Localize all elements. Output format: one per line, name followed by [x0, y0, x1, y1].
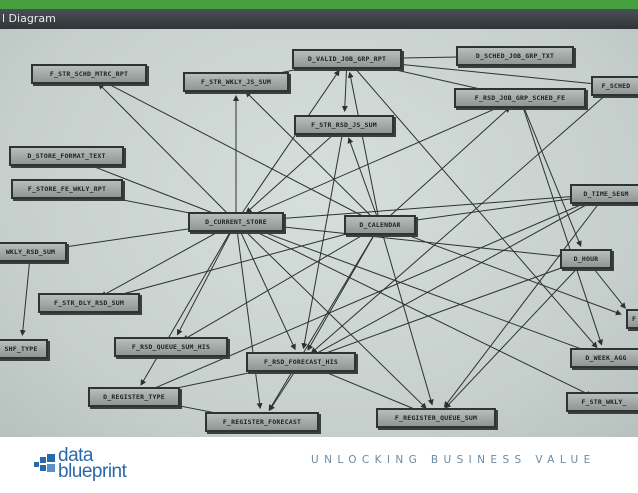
relationship-line: [379, 224, 434, 406]
relationship-line: [235, 221, 593, 397]
window-titlebar: l Diagram: [0, 9, 638, 29]
relationship-line: [310, 85, 617, 354]
entity-box[interactable]: F_SCHED: [591, 76, 638, 96]
relationship-line: [519, 97, 582, 247]
entity-box[interactable]: F_RSD_JOB_GRP_SCHED_FE: [454, 88, 586, 108]
entity-box[interactable]: F_RSD_FORECAST_HIS: [246, 352, 356, 372]
relationship-line: [519, 97, 603, 346]
entity-box[interactable]: D_TIME_SEGM: [570, 184, 638, 204]
relationship-line: [176, 221, 237, 336]
relationship-line: [101, 224, 381, 301]
relationship-line: [235, 221, 594, 355]
entity-box[interactable]: WKLY_RSD_SUM: [0, 242, 67, 262]
relationship-line: [100, 221, 237, 297]
relationship-line: [235, 192, 594, 223]
tagline: UNLOCKING BUSINESS VALUE: [311, 454, 596, 466]
relationship-line: [235, 221, 574, 260]
relationship-line: [347, 71, 381, 226]
logo-word-blueprint: blueprint: [58, 461, 127, 482]
entity-box[interactable]: F_REGISTER_QUEUE_SUM: [376, 408, 496, 428]
relationship-line: [312, 193, 607, 356]
entity-box[interactable]: D_CALENDAR: [344, 215, 416, 235]
logo-word-data: data: [58, 445, 93, 466]
entity-box[interactable]: F_STR_WKLY_: [566, 392, 638, 412]
entity-box[interactable]: D_VALID_JOB_GRP_RPT: [292, 49, 402, 69]
entity-box[interactable]: F_STR_SCHD_MTRC_RPT: [31, 64, 147, 84]
blueprint-logo-icon: [34, 454, 55, 472]
relationship-line: [78, 160, 237, 223]
entity-box[interactable]: D_SCHED_JOB_GRP_TXT: [456, 46, 574, 66]
relationship-line: [444, 258, 587, 409]
entity-box[interactable]: F_STR_DLY_RSD_SUM: [38, 293, 140, 313]
entity-box[interactable]: D_HOUR: [560, 249, 612, 269]
relationship-line: [346, 58, 598, 349]
relationship-line: [98, 83, 237, 223]
entity-box[interactable]: F_STR_WKLY_JS_SUM: [183, 72, 289, 92]
entity-box[interactable]: SHF_TYPE: [0, 339, 48, 359]
relationship-line: [443, 193, 607, 408]
entity-box[interactable]: F_RSD_QUEUE_SUM_HIS: [114, 337, 228, 357]
relationship-line: [100, 79, 381, 226]
entity-box[interactable]: F: [626, 309, 638, 329]
brand-logo[interactable]: data blueprint: [34, 446, 154, 482]
relationship-line: [347, 137, 381, 226]
relationship-line: [245, 124, 345, 214]
relationship-line: [379, 106, 511, 226]
relationship-line: [235, 102, 509, 223]
diagram-photo: l Diagram D_VALID_JOB_GRP_RPT D_SCHED_JO…: [0, 9, 638, 437]
entity-box[interactable]: F_STORE_FE_WKLY_RPT: [11, 179, 123, 199]
entity-box[interactable]: F_STR_RSD_JS_SUM: [294, 115, 394, 135]
relationship-line: [245, 91, 381, 226]
relationship-line: [235, 221, 427, 409]
relationship-line: [235, 69, 340, 223]
relationship-line: [235, 221, 296, 351]
relationship-line: [19, 251, 31, 337]
relationship-line: [268, 224, 381, 411]
relationship-line: [313, 258, 587, 359]
entity-box[interactable]: F_REGISTER_FORECAST: [205, 412, 319, 432]
entity-box[interactable]: D_REGISTER_TYPE: [88, 387, 180, 407]
relationship-line: [140, 221, 237, 386]
diagram-canvas: D_VALID_JOB_GRP_RPT D_SCHED_JOB_GRP_TXT …: [0, 29, 638, 437]
entity-box[interactable]: D_CURRENT_STORE: [188, 212, 284, 232]
accent-bar: [0, 0, 638, 9]
entity-box[interactable]: D_WEEK_AGG: [570, 348, 638, 368]
relationship-line: [235, 221, 263, 410]
entity-box[interactable]: D_STORE_FORMAT_TEXT: [9, 146, 124, 166]
relationship-line: [145, 193, 607, 393]
relationship-line: [182, 224, 381, 341]
relationship-line: [301, 124, 345, 350]
relationship-line: [379, 224, 622, 316]
window-title: l Diagram: [2, 12, 56, 25]
footer-banner: data blueprint UNLOCKING BUSINESS VALUE: [0, 437, 638, 493]
